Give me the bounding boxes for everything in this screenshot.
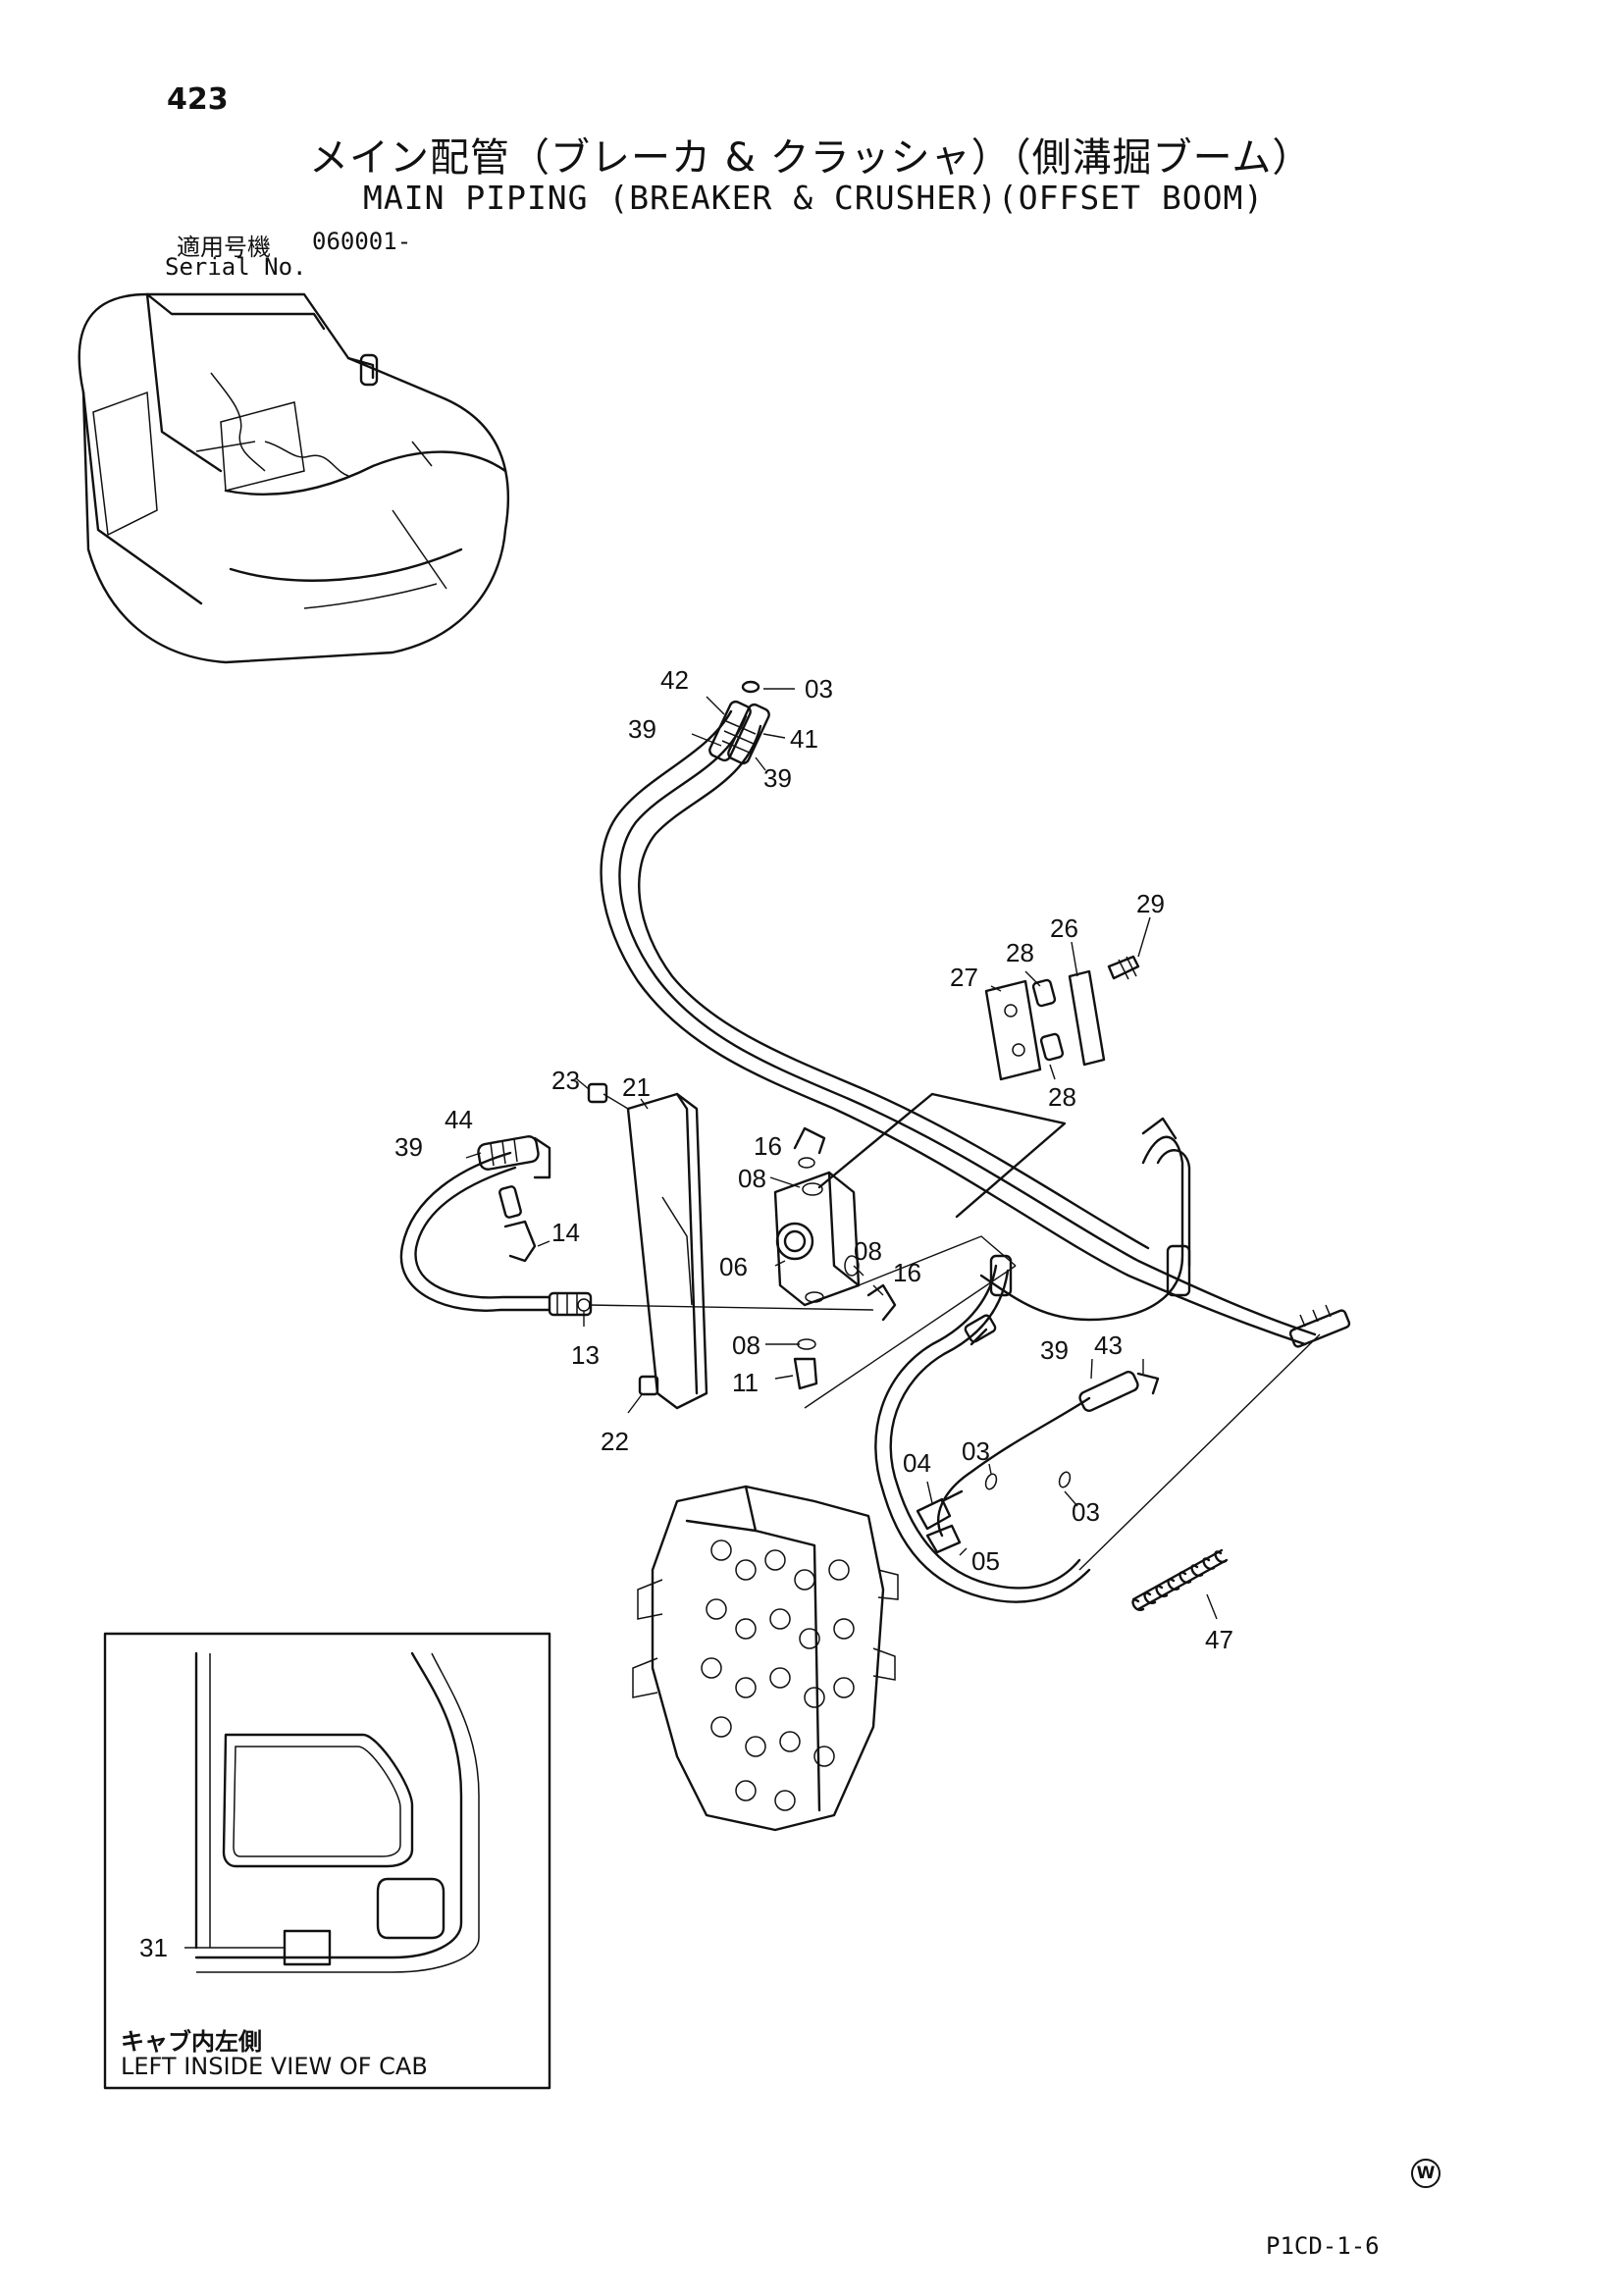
callout-26: 26: [1050, 913, 1078, 943]
left-hose: [399, 1135, 874, 1317]
callout-28: 28: [1006, 938, 1034, 967]
callout-39: 39: [394, 1132, 423, 1162]
inset-caption-japanese: キャブ内左側: [121, 2028, 262, 2056]
inset-caption-english: LEFT INSIDE VIEW OF CAB: [121, 2053, 428, 2080]
callout-39: 39: [763, 763, 792, 793]
callout-06: 06: [719, 1252, 748, 1281]
control-valve-assembly: [632, 1485, 899, 1832]
callout-39: 39: [1040, 1335, 1069, 1365]
footer-code: P1CD-1-6: [1266, 2232, 1380, 2260]
callout-21: 21: [622, 1072, 651, 1102]
callout-41: 41: [790, 724, 818, 754]
main-hose-bundle: [600, 680, 1351, 1348]
callout-22: 22: [601, 1427, 629, 1456]
callout-05: 05: [971, 1546, 1000, 1576]
callout-03: 03: [805, 674, 833, 704]
callout-29: 29: [1136, 889, 1165, 918]
page-number: 423: [167, 82, 229, 117]
right-hose: [979, 1117, 1191, 1322]
machine-overview-sketch: [78, 292, 509, 664]
serial-number-value: 060001-: [312, 228, 412, 255]
callout-03: 03: [1072, 1497, 1100, 1527]
callout-08: 08: [732, 1331, 760, 1360]
spring-part: [1131, 1548, 1229, 1611]
lower-hoses: [874, 1254, 1321, 1603]
w-mark-symbol: W: [1411, 2159, 1441, 2188]
callout-16: 16: [893, 1258, 921, 1287]
callout-23: 23: [551, 1066, 580, 1095]
title-japanese: メイン配管（ブレーカ & クラッシャ）（側溝掘ブーム）: [309, 135, 1313, 181]
callout-04: 04: [903, 1448, 931, 1478]
callout-47: 47: [1205, 1625, 1233, 1654]
callout-13: 13: [571, 1340, 600, 1370]
serial-label-japanese: 適用号機: [177, 234, 271, 261]
cab-inset-view: 31: [103, 1632, 551, 2090]
serial-label-english: Serial No.: [165, 253, 307, 281]
callout-08: 08: [854, 1236, 882, 1266]
callout-42: 42: [660, 665, 689, 695]
callout-16: 16: [754, 1131, 782, 1161]
control-valve-fittings: [916, 1471, 1072, 1554]
callout-03: 03: [962, 1436, 990, 1466]
callout-27: 27: [950, 963, 978, 992]
callout-labels: 03 42 41 39 39 29 26 28 27 28 23 21 44 3…: [394, 665, 1233, 1654]
callout-08: 08: [738, 1164, 766, 1193]
callout-43: 43: [1094, 1331, 1123, 1360]
callout-44: 44: [445, 1105, 473, 1134]
callout-39: 39: [628, 714, 656, 744]
callout-28: 28: [1048, 1082, 1076, 1112]
callout-31: 31: [139, 1933, 168, 1962]
leader-lines: [465, 688, 1218, 1620]
hose-clamp-assembly: [817, 955, 1140, 1219]
title-english: MAIN PIPING (BREAKER & CRUSHER)(OFFSET B…: [363, 179, 1265, 217]
callout-11: 11: [732, 1368, 759, 1397]
callout-14: 14: [551, 1218, 580, 1247]
